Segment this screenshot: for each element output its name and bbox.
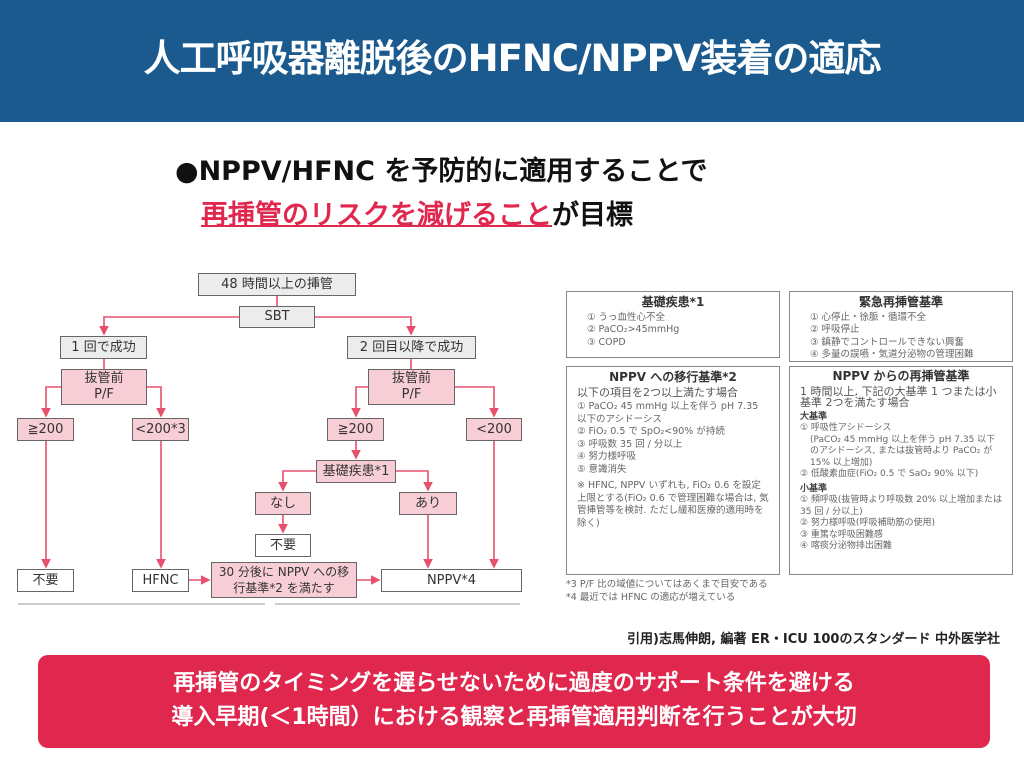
panel-item: ③ 重篤な呼吸困難感 [800, 529, 883, 540]
panel-item: ① 呼吸性アシドーシス [800, 423, 892, 433]
panel-item: ② FiO₂ 0.5 で SpO₂<90% が持続 [577, 426, 725, 437]
panel-item: ① 頻呼吸(抜管時より呼吸数 20% 以上増加または 35 回 / 分以上) [800, 495, 1002, 517]
flow-lt200-right: <200 [466, 418, 522, 441]
flow-nppv: NPPV*4 [381, 569, 522, 592]
flow-unneeded-mid: 不要 [255, 534, 311, 557]
flow-disease: 基礎疾患*1 [316, 460, 396, 483]
panel-item: ⑤ 意識消失 [577, 463, 627, 475]
bullet: ● [175, 156, 199, 187]
panel-transition: NPPV への移行基準*2 以下の項目を2つ以上満たす場合 ① PaCO₂ 45… [566, 366, 780, 575]
panel-title: NPPV への移行基準*2 [609, 370, 737, 384]
panel-reintubation: NPPV からの再挿管基準 1 時間以上, 下記の大基準 1 つまたは小基準 2… [789, 366, 1013, 575]
lead-highlight: 再挿管のリスクを減げること [201, 200, 552, 231]
panel-subtitle: 以下の項目を2つ以上満たす場合 [577, 385, 738, 399]
flow-start: 48 時間以上の挿管 [198, 273, 356, 296]
footnotes: *3 P/F 比の域値についてはあくまで目安である *4 最近では HFNC の… [566, 578, 768, 604]
panel-disease: 基礎疾患*1 ① うっ血性心不全 ② PaCO₂>45mmHg ③ COPD [566, 291, 780, 358]
panel-label: 大基準 [800, 411, 828, 422]
flow-ge200-right: ≧200 [327, 418, 384, 441]
panel-item: ② 努力様呼吸(呼吸補助筋の使用) [800, 518, 935, 528]
panel-label: 小基準 [800, 483, 828, 494]
panel-item: ② PaCO₂>45mmHg [587, 324, 680, 335]
panel-item: ① うっ血性心不全 [587, 311, 666, 323]
footnote: *3 P/F 比の域値についてはあくまで目安である [566, 579, 768, 590]
slide-title: 人工呼吸器離脱後のHFNC/NPPV装着の適応 [143, 37, 882, 80]
lead-line1: NPPV/HFNC を予防的に適用することで [198, 156, 708, 187]
panel-title: 緊急再挿管基準 [858, 295, 943, 309]
flow-sbt: SBT [239, 306, 315, 328]
flow-success-once: 1 回で成功 [60, 336, 147, 359]
panel-item: (PaCO₂ 45 mmHg 以上を伴う pH 7.35 以下のアシドーシス, … [810, 434, 996, 468]
panel-note: ※ HFNC, NPPV いずれも, FiO₂ 0.6 を設定上限とする(FiO… [577, 480, 769, 529]
flow-present: あり [399, 492, 457, 515]
panel-item: ① PaCO₂ 45 mmHg 以上を伴う pH 7.35 以下のアシドーシス [577, 401, 759, 425]
panel-item: ④ 喀痰分泌物排出困難 [800, 541, 892, 551]
panel-item: ③ 呼吸数 35 回 / 分以上 [577, 438, 683, 450]
flow-ge200-left: ≧200 [17, 418, 74, 441]
footnote: *4 最近では HFNC の適応が増えている [566, 592, 736, 603]
flow-success-twice: 2 回目以降で成功 [347, 336, 476, 359]
flow-none: なし [255, 492, 311, 515]
banner-line1: 再挿管のタイミングを遅らせないために過度のサポート条件を避ける [173, 671, 855, 696]
lead-line2-rest: が目標 [552, 200, 633, 231]
panel-item: ③ COPD [587, 336, 626, 348]
citation: 引用)志馬伸朗, 編著 ER・ICU 100のスタンダード 中外医学社 [627, 632, 1000, 647]
panel-item: ③ 鎮静でコントロールできない興奮 [810, 336, 965, 348]
flow-pf-right: 抜管前 P/F [368, 369, 455, 405]
flow-unneeded-left: 不要 [17, 569, 74, 592]
panel-emergency: 緊急再挿管基準 ① 心停止・徐脈・循環不全 ② 呼吸停止 ③ 鎮静でコントロール… [789, 291, 1013, 362]
panel-title: 基礎疾患*1 [641, 295, 705, 309]
panel-item: ② 低酸素血症(FiO₂ 0.5 で SaO₂ 90% 以下) [800, 469, 979, 479]
flow-lt200-left: <200*3 [132, 418, 189, 441]
panel-title: NPPV からの再挿管基準 [832, 369, 970, 383]
panel-item: ④ 多量の誤嚥・気道分泌物の管理困難 [810, 349, 974, 360]
title-bar: 人工呼吸器離脱後のHFNC/NPPV装着の適応 [0, 0, 1024, 122]
flow-pf-left: 抜管前 P/F [61, 369, 147, 405]
summary-banner: 再挿管のタイミングを遅らせないために過度のサポート条件を避ける 導入早期(＜1時… [38, 655, 990, 748]
panel-item: ① 心停止・徐脈・循環不全 [810, 311, 927, 323]
banner-line2: 導入早期(＜1時間）における観察と再挿管適用判断を行うことが大切 [171, 705, 857, 730]
panel-item: ④ 努力様呼吸 [577, 451, 637, 462]
lead-text: ●NPPV/HFNC を予防的に適用することで 再挿管のリスクを減げることが目標 [175, 150, 708, 238]
flow-hfnc: HFNC [132, 569, 189, 592]
panel-item: ② 呼吸停止 [810, 324, 860, 335]
panel-subtitle: 1 時間以上, 下記の大基準 1 つまたは小基準 2つを満たす場合 [800, 384, 997, 409]
flow-criteria: 30 分後に NPPV への移行基準*2 を満たす [211, 562, 357, 598]
